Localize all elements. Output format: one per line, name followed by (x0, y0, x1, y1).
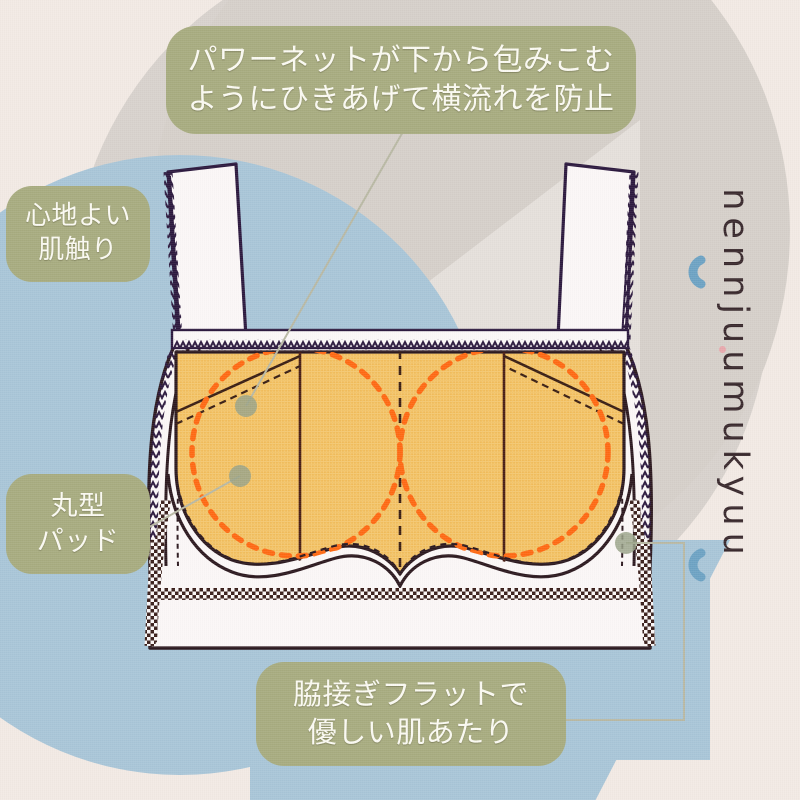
brand-name: nennjuumukyuu (715, 188, 755, 562)
leader-dot-flat-seam (615, 532, 637, 554)
brand-arc-icon-upper (688, 255, 706, 289)
power-net-band (166, 473, 634, 590)
callout-flat-side-seam[interactable]: 脇接ぎフラットで 優しい肌あたり (256, 662, 566, 766)
callout-comfort-touch-line1: 心地よい (24, 201, 131, 232)
callout-power-net[interactable]: パワーネットが下から包みこむ ようにひきあげて横流れを防止 (166, 26, 636, 134)
callout-flat-seam-line2: 優しい肌あたり (307, 715, 515, 749)
callout-flat-seam-line1: 脇接ぎフラットで (292, 677, 529, 712)
right-round-pad (397, 352, 611, 559)
callout-comfort-touch-line2: 肌触り (38, 235, 118, 265)
brand-wordmark: nennjuumukyuu (688, 140, 767, 610)
brand-arc-icon-lower (688, 548, 706, 582)
leader-dot-power-net (235, 395, 257, 417)
callout-round-pad-line1: 丸型 (50, 490, 106, 522)
leader-line-power-net (245, 129, 405, 407)
callout-round-pad[interactable]: 丸型 パッド (6, 474, 150, 574)
callout-round-pad-line2: パッド (36, 526, 120, 557)
right-strap (556, 162, 639, 342)
callout-comfort-touch[interactable]: 心地よい 肌触り (6, 186, 150, 282)
callout-power-net-line2: ようにひきあげて横流れを防止 (187, 82, 615, 117)
brand-accent-dot (719, 346, 726, 353)
callout-power-net-line1: パワーネットが下から包みこむ (187, 43, 615, 78)
leader-dot-round-pad (229, 465, 251, 487)
